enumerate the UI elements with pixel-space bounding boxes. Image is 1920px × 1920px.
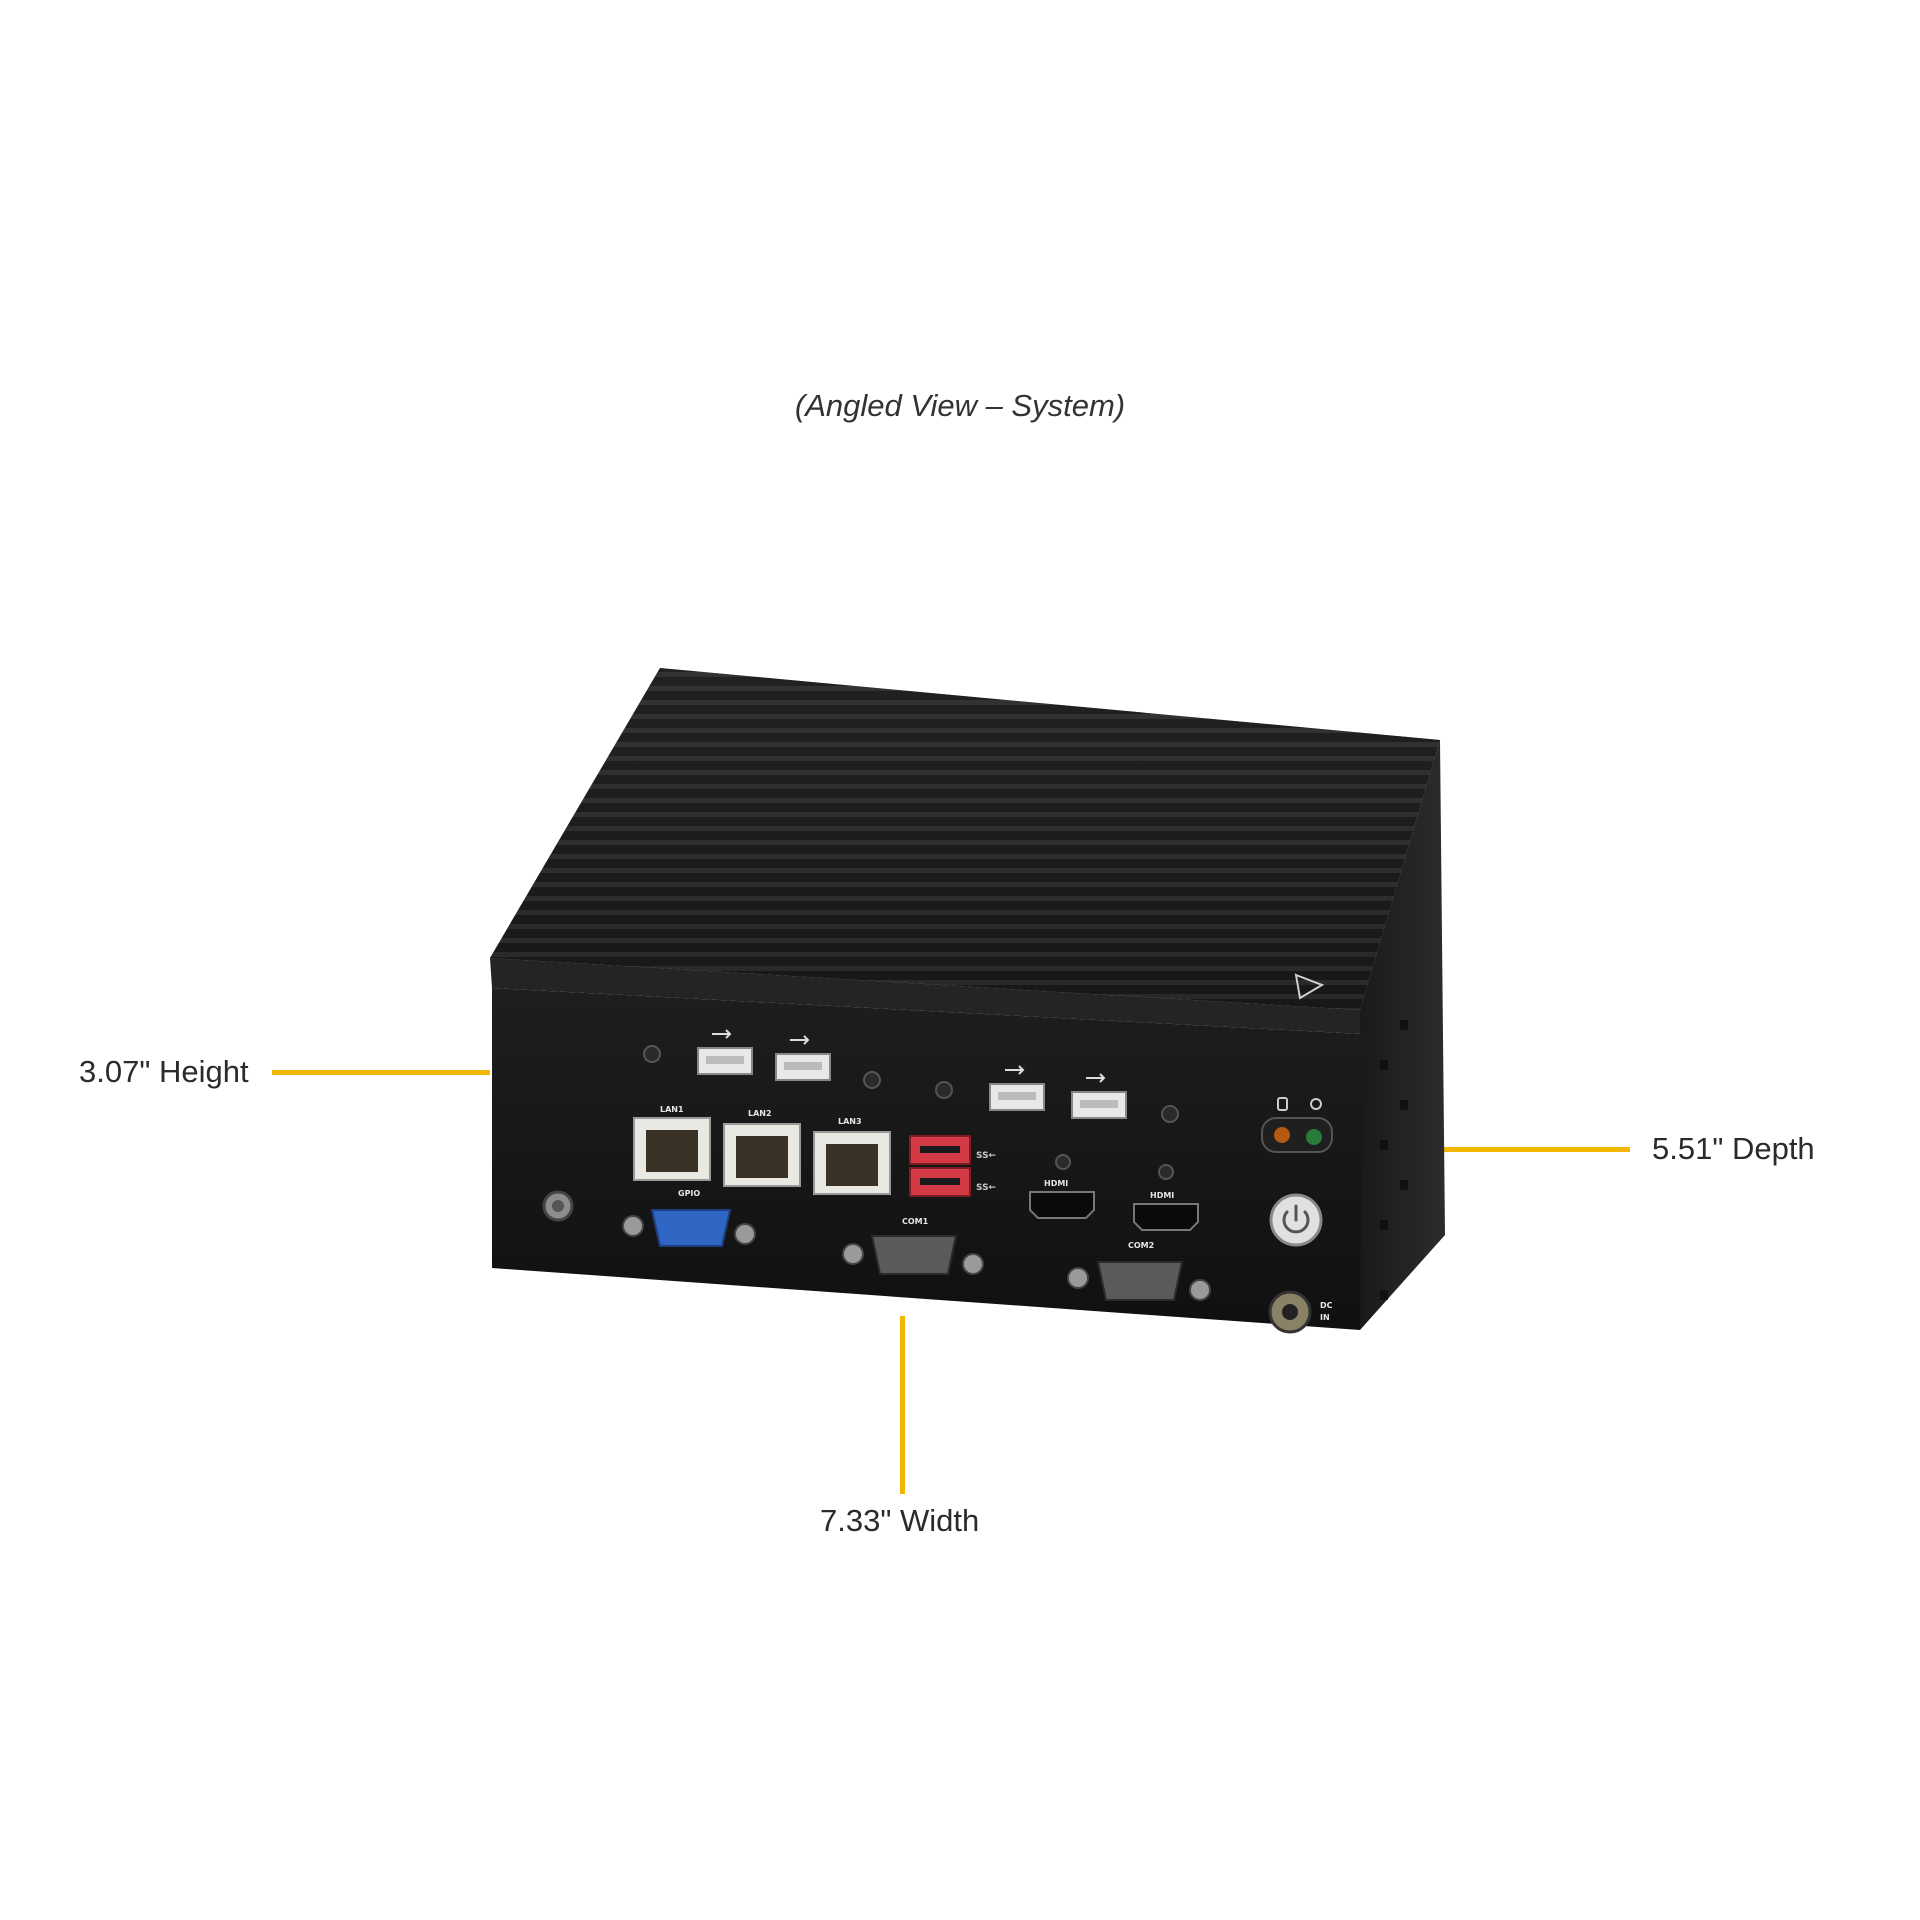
- usb-icon: [1086, 1073, 1106, 1083]
- depth-dimension-line: [1406, 1147, 1630, 1152]
- chassis-side-panel: [1360, 740, 1445, 1330]
- hdmi-port-1: HDMI: [1029, 1179, 1095, 1219]
- status-leds: [1261, 1097, 1333, 1153]
- power-led-icon: [1310, 1098, 1322, 1110]
- usb-port: [1071, 1073, 1127, 1119]
- com1-port: COM1: [842, 1217, 984, 1275]
- svg-text:SS←: SS←: [976, 1183, 997, 1193]
- height-dimension-label: 3.07" Height: [79, 1054, 249, 1089]
- hdmi-port-2: HDMI: [1133, 1191, 1199, 1231]
- svg-text:GPIO: GPIO: [678, 1189, 700, 1198]
- height-dimension-line: [272, 1070, 490, 1075]
- hdd-led-icon: [1277, 1097, 1288, 1111]
- width-dimension-line: [900, 1316, 905, 1494]
- usb-port: [989, 1065, 1045, 1111]
- warning-triangle-icon: [1294, 973, 1325, 1000]
- svg-text:COM1: COM1: [902, 1217, 929, 1226]
- usb-icon: [712, 1029, 732, 1039]
- ground-screw: [542, 1190, 574, 1222]
- lan-port-1: LAN1: [633, 1105, 711, 1181]
- com2-port: COM2: [1067, 1241, 1211, 1301]
- svg-text:LAN2: LAN2: [748, 1109, 772, 1118]
- usb-port: [775, 1035, 831, 1081]
- usb-port: [697, 1029, 753, 1075]
- usb-icon: [790, 1035, 810, 1045]
- svg-text:HDMI: HDMI: [1150, 1191, 1174, 1200]
- usb3-ports: SS← SS←: [909, 1135, 997, 1197]
- width-dimension-label: 7.33" Width: [820, 1503, 980, 1538]
- depth-dimension-label: 5.51" Depth: [1652, 1131, 1815, 1166]
- lan-port-3: LAN3: [813, 1117, 891, 1195]
- svg-text:LAN3: LAN3: [838, 1117, 862, 1126]
- power-icon: [1282, 1204, 1310, 1234]
- svg-text:LAN1: LAN1: [660, 1105, 684, 1114]
- svg-text:COM2: COM2: [1128, 1241, 1154, 1250]
- svg-text:HDMI: HDMI: [1044, 1179, 1068, 1188]
- gpio-port: GPIO: [622, 1189, 756, 1247]
- svg-text:SS←: SS←: [976, 1151, 997, 1161]
- lan-port-2: LAN2: [723, 1109, 801, 1187]
- svg-text:IN: IN: [1320, 1313, 1330, 1322]
- panel-screws: [643, 1045, 1179, 1180]
- image-caption: (Angled View – System): [794, 388, 1126, 423]
- power-button: [1269, 1193, 1323, 1247]
- heatsink-top: [490, 668, 1440, 1010]
- svg-text:DC: DC: [1320, 1301, 1333, 1310]
- usb-icon: [1005, 1065, 1025, 1075]
- dc-in-jack: DC IN: [1268, 1290, 1333, 1334]
